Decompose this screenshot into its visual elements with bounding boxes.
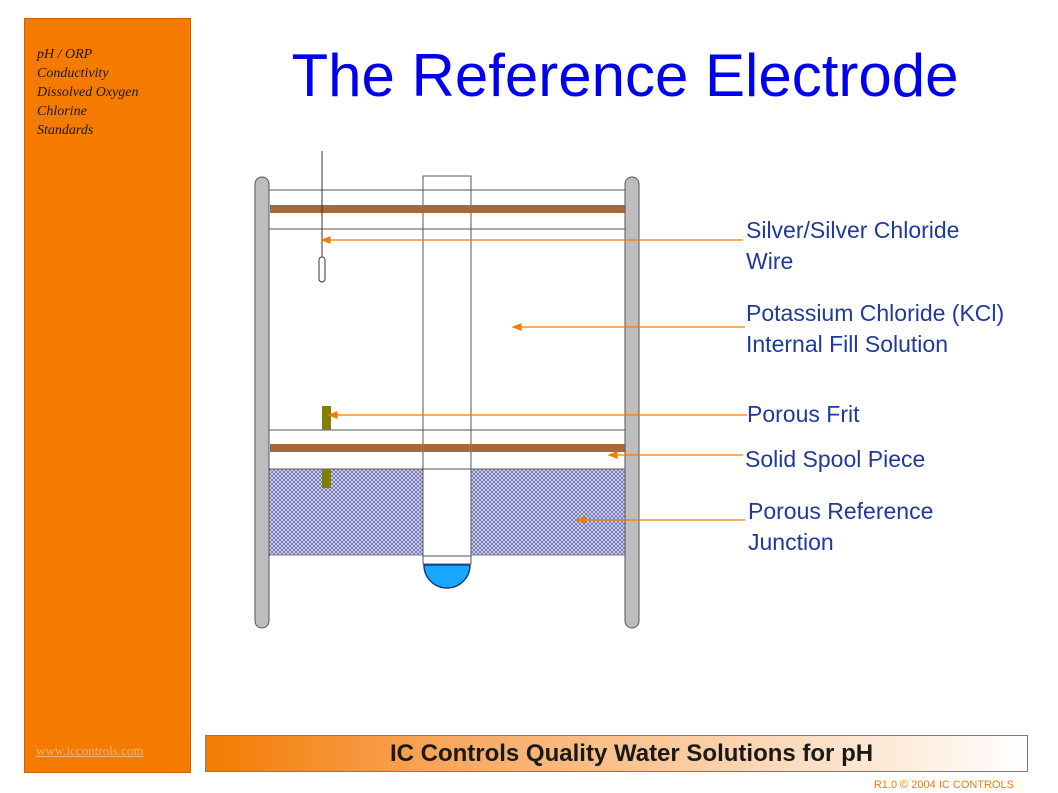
- label-kcl-line2: Internal Fill Solution: [746, 331, 948, 357]
- pointer-wire-arrow: [320, 236, 331, 244]
- menu-item-chlorine[interactable]: Chlorine: [37, 104, 87, 119]
- pointer-spool-arrow: [607, 451, 618, 459]
- pointer-frit-arrow: [327, 411, 338, 419]
- porous-frit-lower: [322, 469, 331, 488]
- menu-item-conductivity[interactable]: Conductivity: [37, 66, 109, 81]
- label-silver-chloride-wire: Silver/Silver Chloride Wire: [746, 215, 959, 277]
- website-link[interactable]: www.iccontrols.com: [36, 743, 144, 758]
- inner-tube-bottom: [422, 555, 472, 565]
- label-solid-spool: Solid Spool Piece: [745, 444, 925, 475]
- sidebar-menu: pH / ORP Conductivity Dissolved Oxygen C…: [37, 45, 138, 140]
- right-wall: [624, 176, 640, 629]
- menu-item-ph-orp[interactable]: pH / ORP: [37, 47, 93, 62]
- menu-item-standards[interactable]: Standards: [37, 123, 94, 138]
- page-title: The Reference Electrode: [291, 42, 959, 109]
- label-frit-line1: Porous Frit: [747, 401, 860, 427]
- top-plate: [270, 205, 625, 213]
- label-junction-line1: Porous Reference: [748, 498, 934, 524]
- porous-frit: [322, 406, 331, 430]
- left-wall: [254, 176, 270, 629]
- label-kcl-line1: Potassium Chloride (KCl): [746, 300, 1005, 326]
- copyright-text: R1.0 © 2004 IC CONTROLS: [873, 779, 1014, 791]
- label-spool-line1: Solid Spool Piece: [745, 446, 926, 472]
- pointer-junction-arrow: [575, 516, 586, 524]
- footer-banner: IC Controls Quality Water Solutions for …: [205, 735, 1028, 772]
- inner-tube: [422, 175, 472, 563]
- silver-wire-tip: [318, 256, 326, 283]
- menu-item-dissolved-oxygen[interactable]: Dissolved Oxygen: [37, 85, 139, 100]
- label-kcl-solution: Potassium Chloride (KCl) Internal Fill S…: [746, 298, 1004, 360]
- pointer-kcl-arrow: [511, 323, 522, 331]
- label-wire-line2: Wire: [746, 248, 794, 274]
- sidebar: pH / ORP Conductivity Dissolved Oxygen C…: [24, 18, 191, 773]
- label-wire-line1: Silver/Silver Chloride: [746, 217, 960, 243]
- footer-text: IC Controls Quality Water Solutions for …: [389, 739, 874, 767]
- label-porous-junction: Porous Reference Junction: [748, 496, 933, 558]
- label-junction-line2: Junction: [748, 529, 834, 555]
- label-porous-frit: Porous Frit: [747, 399, 859, 430]
- spool-plate: [270, 444, 625, 452]
- glass-bulb: [423, 564, 471, 589]
